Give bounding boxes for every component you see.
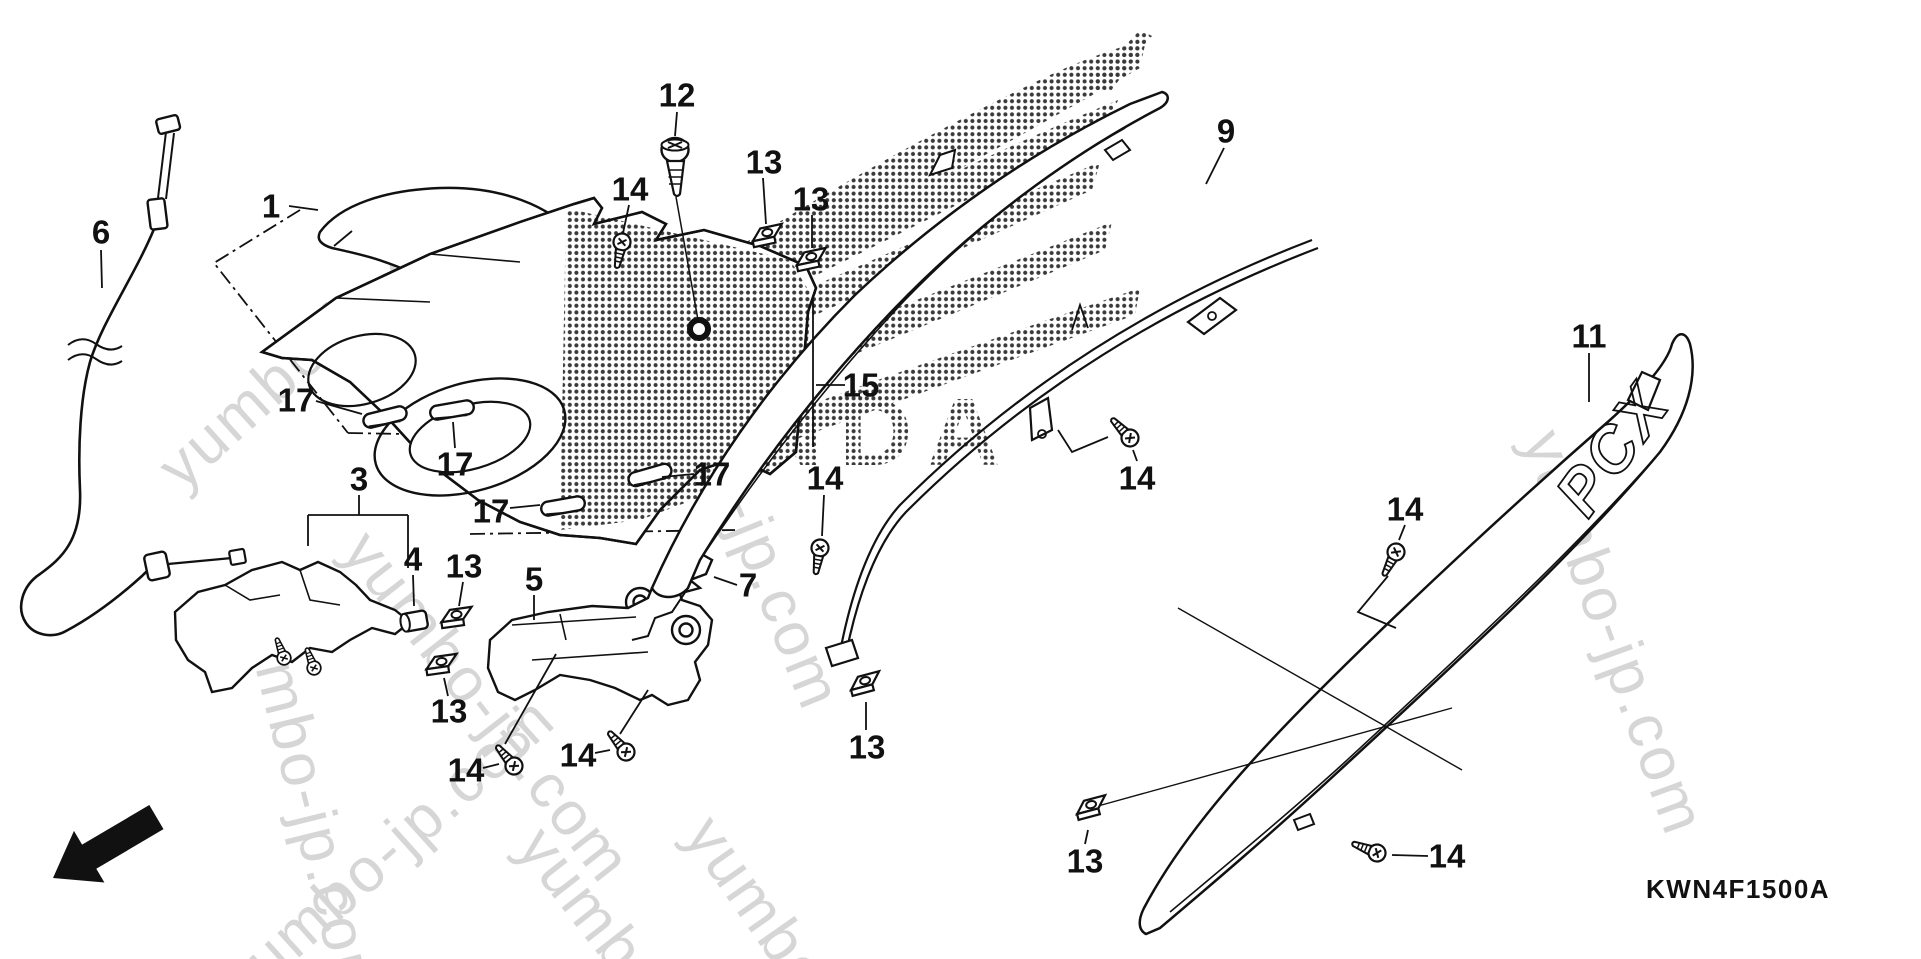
part-callout-14: 14 [1428,837,1466,875]
part-callout-14: 14 [559,736,597,774]
part-callout-4: 4 [403,540,423,578]
part-3-bracket [173,560,412,694]
part-4-bushing [399,609,429,633]
screw-grommet [687,317,711,341]
part-callout-5: 5 [524,560,544,598]
part-callout-9: 9 [1216,112,1236,150]
part-callout-13: 13 [745,143,783,181]
part-callout-7: 7 [738,566,758,604]
trim-rail [824,238,1319,668]
drawing-code: KWN4F1500A [1646,874,1830,904]
part-callout-1: 1 [261,187,281,225]
part-callout-13: 13 [430,692,468,730]
part-callout-13: 13 [848,728,886,766]
part-callout-6: 6 [91,213,111,251]
part-callout-17: 17 [472,492,510,530]
part-callout-13: 13 [445,547,483,585]
part-callout-14: 14 [1118,459,1156,497]
part-callout-14: 14 [806,459,844,497]
leader-lines [100,111,1590,857]
part-6-cable [19,113,247,637]
part-callout-17: 17 [277,381,315,419]
arrow-left-icon [53,805,164,883]
part-callout-11: 11 [1571,317,1607,355]
part-9-body-cover [631,90,1169,641]
part-callout-17: 17 [436,445,474,483]
part-12-screw [660,136,699,321]
part-callout-12: 12 [658,76,696,114]
part-callout-15: 15 [842,366,880,404]
part-callout-14: 14 [611,170,649,208]
part-callout-13: 13 [792,180,830,218]
part-callout-13: 13 [1066,842,1104,880]
part-callout-3: 3 [349,460,369,498]
part-callout-14: 14 [1386,490,1424,528]
part-callout-14: 14 [447,751,485,789]
part-callout-17: 17 [693,455,731,493]
